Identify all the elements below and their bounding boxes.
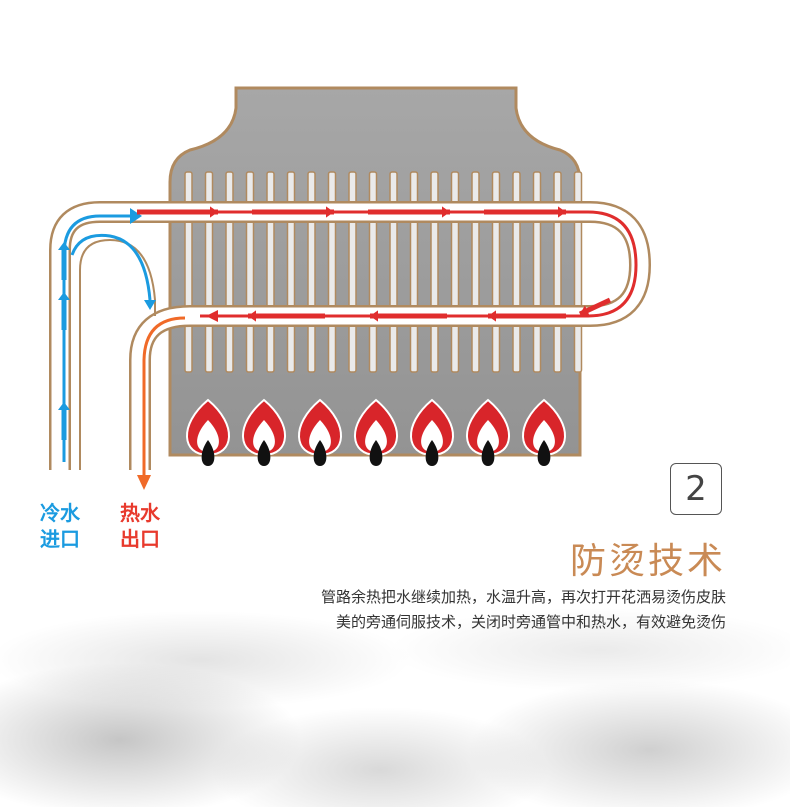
mist-background — [0, 540, 790, 807]
burner — [522, 398, 566, 466]
burner — [466, 398, 510, 466]
hot-label-line1: 热水 — [120, 501, 160, 525]
burner — [186, 398, 230, 466]
cold-label-line2: 进口 — [40, 527, 80, 551]
step-number-badge: 2 — [670, 463, 722, 515]
hot-arrow-head — [206, 310, 218, 322]
burner — [298, 398, 342, 466]
hot-label-line2: 出口 — [120, 527, 160, 551]
hot-arrow-head — [442, 206, 450, 218]
cold-arrow-head — [130, 208, 142, 224]
bypass-pipe — [79, 238, 156, 470]
burner — [410, 398, 454, 466]
flame-inner-icon — [421, 420, 443, 452]
hot-outlet-line — [142, 316, 186, 480]
burner — [242, 398, 286, 466]
hot-water-outlet-label: 热水 出口 — [110, 500, 170, 552]
gas-drop-icon — [537, 440, 551, 466]
cold-flow-arrows — [58, 208, 156, 440]
cold-arrow-head — [58, 292, 70, 300]
gas-drop-icon — [369, 440, 383, 466]
feature-description: 管路余热把水继续加热，水温升高，再次打开花洒易烫伤皮肤 美的旁通伺服技术，关闭时… — [166, 585, 726, 635]
hot-arrow-head — [248, 310, 256, 322]
bypass-flow-line — [70, 233, 152, 301]
burner — [354, 398, 398, 466]
gas-drop-icon — [313, 440, 327, 466]
flame-inner-icon — [197, 420, 219, 452]
cold-arrow-head — [58, 402, 70, 410]
hot-arrow-head — [580, 305, 590, 316]
burner-row — [186, 398, 566, 466]
flame-inner-icon — [309, 420, 331, 452]
feature-title: 防烫技术 — [569, 541, 726, 582]
gas-drop-icon — [425, 440, 439, 466]
cold-arrow-head — [144, 300, 156, 310]
hot-flow-arrows — [137, 206, 612, 322]
hot-arrow-head — [370, 310, 378, 322]
gas-drop-icon — [201, 440, 215, 466]
hot-arrow-head — [558, 206, 566, 218]
flame-inner-icon — [477, 420, 499, 452]
flame-inner-icon — [253, 420, 275, 452]
hot-flow-loop — [140, 210, 638, 318]
gas-drop-icon — [481, 440, 495, 466]
cold-water-inlet-label: 冷水 进口 — [30, 500, 90, 552]
description-line-2: 美的旁通伺服技术，关闭时旁通管中和热水，有效避免烫伤 — [335, 613, 726, 631]
flame-inner-icon — [365, 420, 387, 452]
cold-label-line1: 冷水 — [40, 501, 80, 525]
flame-inner-icon — [533, 420, 555, 452]
hot-arrow-head — [488, 310, 496, 322]
cold-arrow-head — [58, 242, 70, 250]
hot-outlet-arrow — [137, 475, 151, 490]
description-line-1: 管路余热把水继续加热，水温升高，再次打开花洒易烫伤皮肤 — [320, 588, 726, 606]
hot-arrow-head — [326, 206, 334, 218]
hot-arrow-head — [210, 206, 218, 218]
gas-drop-icon — [257, 440, 271, 466]
